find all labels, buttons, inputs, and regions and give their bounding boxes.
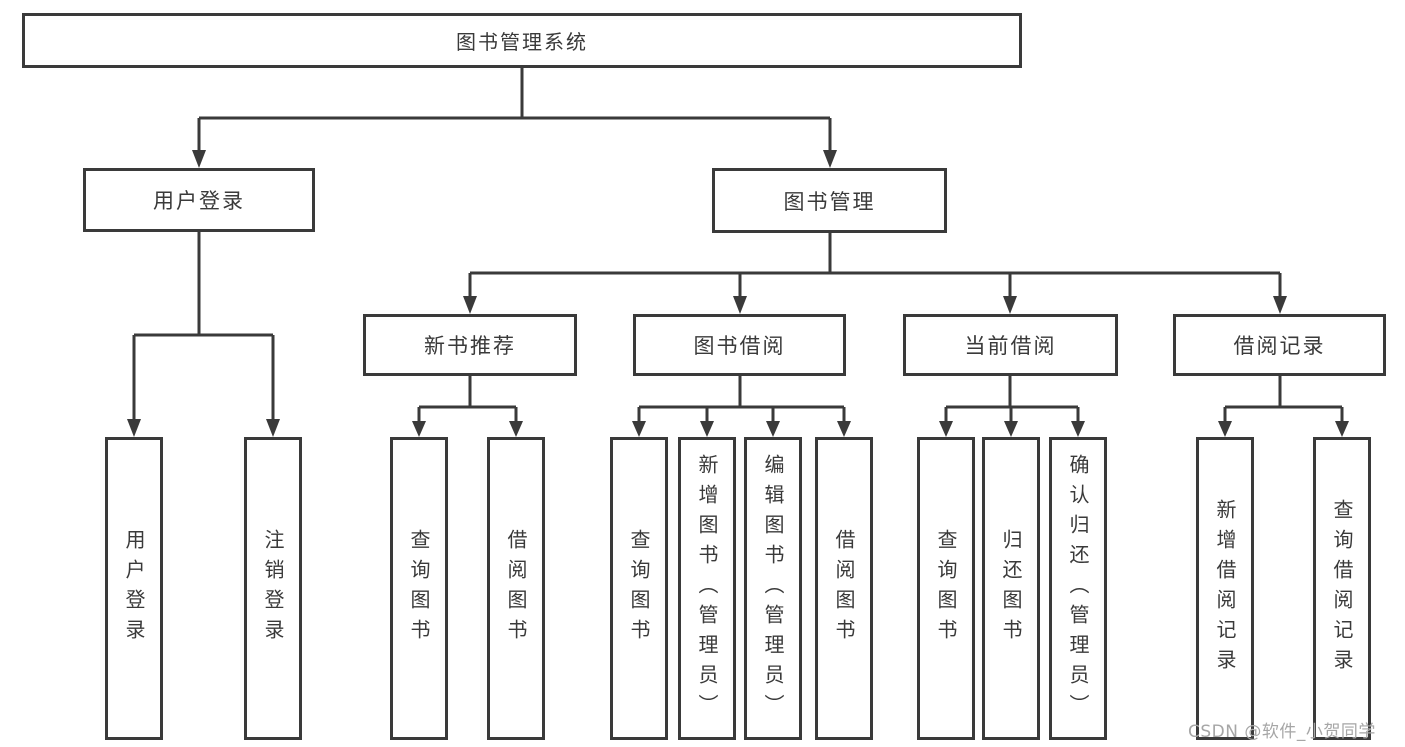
node-new-book-recommend: 新书推荐 [363, 314, 577, 376]
arrowhead [733, 296, 747, 314]
leaf-query-books-current: 查询图书 [917, 437, 975, 740]
arrowhead [127, 419, 141, 437]
arrowhead [1335, 421, 1349, 437]
arrowhead [1004, 421, 1018, 437]
leaf-confirm-return-admin: 确认归还（管理员） [1049, 437, 1107, 740]
arrowhead [700, 421, 714, 437]
arrowhead [939, 421, 953, 437]
leaf-query-books-borrow: 查询图书 [610, 437, 668, 740]
connector-user-login-to-leaves [127, 231, 280, 437]
node-borrow-records: 借阅记录 [1173, 314, 1386, 376]
arrowhead [766, 421, 780, 437]
watermark: CSDN @软件_小贺同学 [1188, 722, 1376, 742]
leaf-edit-books-admin: 编辑图书（管理员） [744, 437, 802, 740]
leaf-borrow-books: 借阅图书 [815, 437, 873, 740]
arrowhead [1273, 296, 1287, 314]
arrowhead [463, 296, 477, 314]
node-current-borrow: 当前借阅 [903, 314, 1118, 376]
arrowhead [1003, 296, 1017, 314]
connector-new-book-recommend-to-leaves [412, 376, 523, 437]
arrowhead [837, 421, 851, 437]
connector-root-to-level2 [192, 68, 837, 168]
connector-book-management-to-level3 [463, 233, 1287, 314]
leaf-add-books-admin: 新增图书（管理员） [678, 437, 736, 740]
leaf-query-borrow-record: 查询借阅记录 [1313, 437, 1371, 740]
leaf-query-books-recommend: 查询图书 [390, 437, 448, 740]
arrowhead [1071, 421, 1085, 437]
connector-borrow-records-to-leaves [1218, 376, 1349, 437]
connector-current-borrow-to-leaves [939, 376, 1085, 437]
node-book-borrow: 图书借阅 [633, 314, 846, 376]
leaf-add-borrow-record: 新增借阅记录 [1196, 437, 1254, 740]
arrowhead [823, 150, 837, 168]
connector-book-borrow-to-leaves [632, 376, 851, 437]
arrowhead [1218, 421, 1232, 437]
arrowhead [192, 150, 206, 168]
node-book-management: 图书管理 [712, 168, 947, 233]
arrowhead [509, 421, 523, 437]
leaf-borrow-books-recommend: 借阅图书 [487, 437, 545, 740]
leaf-user-login: 用户登录 [105, 437, 163, 740]
node-user-login: 用户登录 [83, 168, 315, 232]
arrowhead [632, 421, 646, 437]
arrowhead [266, 419, 280, 437]
leaf-return-books: 归还图书 [982, 437, 1040, 740]
leaf-logout: 注销登录 [244, 437, 302, 740]
arrowhead [412, 421, 426, 437]
node-library-system: 图书管理系统 [22, 13, 1022, 68]
